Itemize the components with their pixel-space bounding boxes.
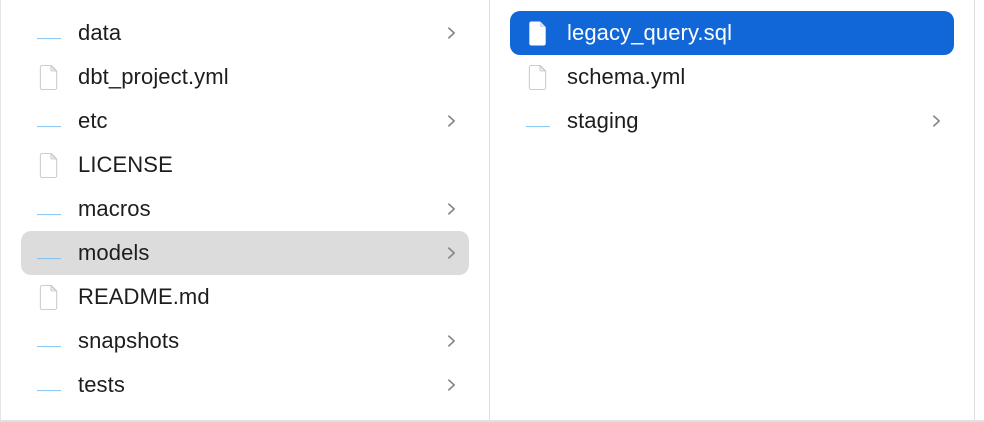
file-icon bbox=[35, 151, 63, 179]
list-item-etc[interactable]: etc bbox=[21, 99, 469, 143]
chevron-right-icon bbox=[446, 25, 457, 41]
file-name: tests bbox=[78, 372, 125, 397]
folder-icon bbox=[35, 107, 63, 135]
folder-icon bbox=[524, 107, 552, 135]
left-column-edge-divider bbox=[0, 0, 1, 422]
chevron-right-icon bbox=[446, 377, 457, 393]
folder-icon bbox=[35, 371, 63, 399]
list-item-legacy-query-sql-selected[interactable]: legacy_query.sql bbox=[510, 11, 954, 55]
list-item-models-selected[interactable]: models bbox=[21, 231, 469, 275]
folder-icon bbox=[35, 327, 63, 355]
file-icon bbox=[524, 63, 552, 91]
list-item-license[interactable]: LICENSE bbox=[21, 143, 469, 187]
file-name: snapshots bbox=[78, 328, 180, 353]
list-item-readme-md[interactable]: README.md bbox=[21, 275, 469, 319]
list-item-staging[interactable]: staging bbox=[510, 99, 954, 143]
file-name: README.md bbox=[78, 284, 210, 309]
folder-icon bbox=[35, 239, 63, 267]
chevron-right-icon bbox=[931, 113, 942, 129]
chevron-right-icon bbox=[446, 201, 457, 217]
file-name: schema.yml bbox=[567, 64, 686, 89]
window-bottom-edge bbox=[0, 420, 984, 422]
list-item-snapshots[interactable]: snapshots bbox=[21, 319, 469, 363]
chevron-right-icon bbox=[446, 245, 457, 261]
list-item-schema-yml[interactable]: schema.yml bbox=[510, 55, 954, 99]
file-name: etc bbox=[78, 108, 108, 133]
file-column-right: legacy_query.sql schema.yml staging bbox=[490, 0, 974, 422]
column-divider bbox=[974, 0, 975, 422]
list-item-dbt-project-yml[interactable]: dbt_project.yml bbox=[21, 55, 469, 99]
folder-icon bbox=[35, 195, 63, 223]
folder-icon bbox=[35, 19, 63, 47]
column-divider bbox=[489, 0, 490, 422]
next-column-sliver bbox=[975, 0, 984, 422]
file-name: data bbox=[78, 20, 122, 45]
file-column-left: data dbt_project.yml etc LICENSE macros bbox=[1, 0, 489, 422]
file-name: macros bbox=[78, 196, 151, 221]
file-name: models bbox=[78, 240, 150, 265]
list-item-tests[interactable]: tests bbox=[21, 363, 469, 407]
file-icon bbox=[35, 283, 63, 311]
file-name: legacy_query.sql bbox=[567, 20, 733, 45]
file-icon bbox=[35, 63, 63, 91]
list-item-macros[interactable]: macros bbox=[21, 187, 469, 231]
chevron-right-icon bbox=[446, 113, 457, 129]
file-name: dbt_project.yml bbox=[78, 64, 229, 89]
file-name: staging bbox=[567, 108, 639, 133]
file-icon bbox=[524, 19, 552, 47]
file-name: LICENSE bbox=[78, 152, 173, 177]
chevron-right-icon bbox=[446, 333, 457, 349]
list-item-data[interactable]: data bbox=[21, 11, 469, 55]
